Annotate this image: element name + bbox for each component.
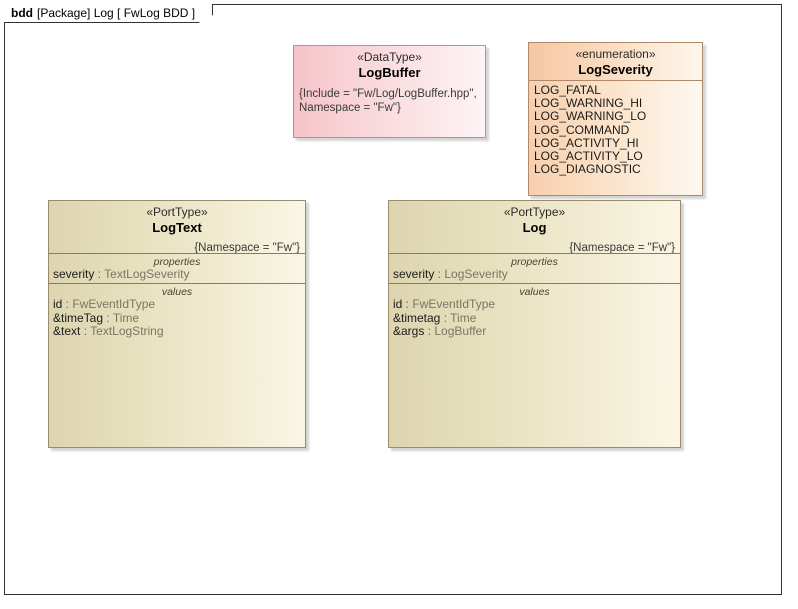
diagram-scope-label: [Package] Log [ FwLog BDD ]	[37, 6, 196, 20]
log-values-compartment: values id : FwEventIdType &timetag : Tim…	[389, 283, 680, 339]
enum-literal: LOG_WARNING_LO	[534, 109, 647, 124]
feature-separator: :	[440, 310, 451, 325]
feature-separator: :	[402, 297, 413, 311]
diagram-frame-header-tab: bdd [Package] Log [ FwLog BDD ]	[4, 4, 214, 23]
log-properties-label: properties	[511, 256, 558, 268]
node-log[interactable]: «PortType» Log {Namespace = "Fw"} proper…	[388, 200, 681, 448]
logbuffer-header: «DataType» LogBuffer {Include = "Fw/Log/…	[294, 46, 485, 115]
logbuffer-tag-line-1: {Include = "Fw/Log/LogBuffer.hpp",	[299, 88, 477, 100]
feature-row: &text : TextLogString	[49, 324, 305, 339]
feature-name: &timetag	[393, 310, 441, 325]
logtext-header: «PortType» LogText {Namespace = "Fw"}	[49, 201, 305, 254]
feature-separator: :	[80, 324, 91, 338]
feature-separator: :	[434, 267, 445, 281]
feature-type: LogSeverity	[444, 267, 508, 281]
feature-row: id : FwEventIdType	[49, 297, 305, 312]
feature-type: FwEventIdType	[412, 297, 496, 311]
feature-name: id	[53, 297, 63, 311]
feature-name: id	[393, 297, 403, 311]
feature-type: Time	[450, 310, 477, 325]
feature-row: &args : LogBuffer	[389, 324, 680, 339]
logbuffer-tag-line-2: Namespace = "Fw"}	[299, 102, 401, 114]
feature-type: FwEventIdType	[72, 297, 156, 311]
feature-row: severity : LogSeverity	[389, 267, 680, 282]
feature-type: Time	[112, 310, 140, 325]
enum-literal: LOG_DIAGNOSTIC	[534, 162, 641, 177]
node-logseverity[interactable]: «enumeration» LogSeverity LOG_FATAL LOG_…	[528, 42, 703, 196]
feature-name: &timeTag	[53, 310, 104, 325]
feature-type: TextLogSeverity	[104, 267, 190, 281]
node-logtext[interactable]: «PortType» LogText {Namespace = "Fw"} pr…	[48, 200, 306, 448]
log-name: Log	[522, 220, 547, 235]
logtext-stereotype: «PortType»	[146, 205, 208, 219]
feature-type: TextLogString	[90, 324, 164, 338]
feature-separator: :	[103, 310, 113, 325]
logseverity-header: «enumeration» LogSeverity	[529, 43, 702, 80]
logtext-values-label: values	[161, 286, 193, 298]
logseverity-stereotype: «enumeration»	[575, 47, 656, 61]
diagram-kind-label: bdd	[11, 6, 33, 20]
feature-row: id : FwEventIdType	[389, 297, 680, 312]
enum-literal: LOG_FATAL	[534, 83, 601, 97]
feature-name: &args	[393, 324, 425, 338]
feature-separator: :	[94, 267, 105, 281]
feature-row: &timeTag : Time	[49, 310, 305, 326]
feature-separator: :	[62, 297, 73, 311]
enum-literal: LOG_WARNING_HI	[534, 96, 643, 111]
enum-literal: LOG_ACTIVITY_LO	[534, 149, 643, 164]
logtext-name: LogText	[152, 220, 202, 235]
feature-type: LogBuffer	[434, 324, 487, 338]
logbuffer-stereotype: «DataType»	[357, 50, 422, 64]
feature-name: severity	[393, 267, 435, 281]
logtext-properties-label: properties	[153, 256, 201, 268]
feature-separator: :	[424, 324, 435, 338]
logseverity-literals-compartment: LOG_FATAL LOG_WARNING_HI LOG_WARNING_LO …	[529, 80, 702, 176]
logtext-values-compartment: values id : FwEventIdType &timeTag : Tim…	[49, 283, 305, 339]
feature-name: &text	[53, 324, 81, 338]
feature-row: severity : TextLogSeverity	[49, 267, 305, 282]
log-namespace-tag: {Namespace = "Fw"}	[569, 242, 675, 254]
log-header: «PortType» Log {Namespace = "Fw"}	[389, 201, 680, 254]
log-values-label: values	[519, 286, 550, 298]
feature-row: &timetag : Time	[389, 310, 680, 326]
enum-literal: LOG_COMMAND	[534, 122, 630, 137]
feature-name: severity	[53, 267, 95, 281]
logtext-properties-compartment: properties severity : TextLogSeverity	[49, 253, 305, 283]
logtext-namespace-tag: {Namespace = "Fw"}	[194, 242, 300, 254]
logbuffer-name: LogBuffer	[358, 65, 421, 80]
log-stereotype: «PortType»	[503, 205, 566, 219]
node-logbuffer[interactable]: «DataType» LogBuffer {Include = "Fw/Log/…	[293, 45, 486, 138]
enum-literal: LOG_ACTIVITY_HI	[534, 135, 639, 150]
log-properties-compartment: properties severity : LogSeverity	[389, 253, 680, 283]
logseverity-name: LogSeverity	[578, 62, 653, 77]
